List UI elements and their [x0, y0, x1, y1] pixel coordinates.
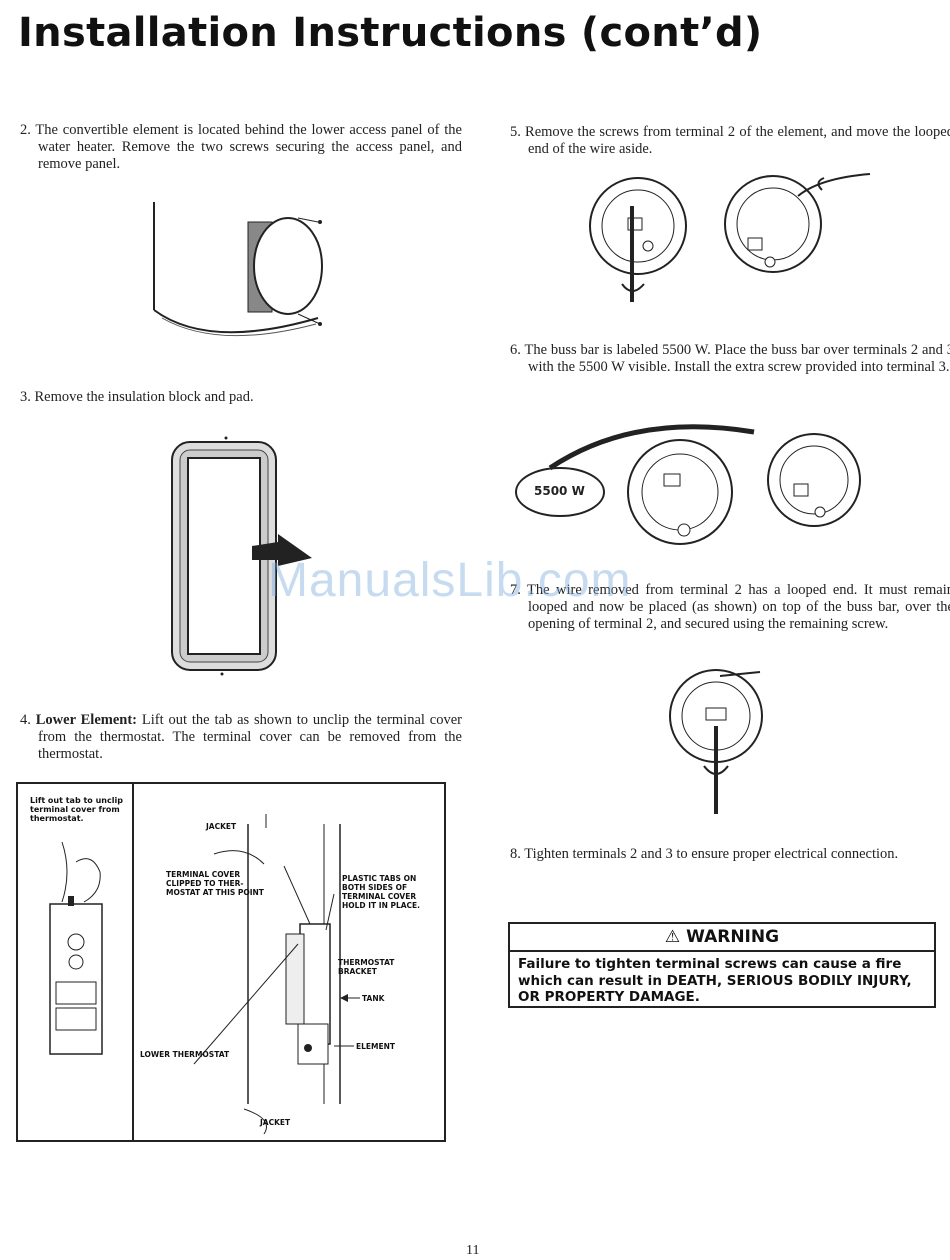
terminal-screw-figure — [589, 173, 871, 302]
step-5-text: 5. Remove the screws from terminal 2 of … — [510, 124, 950, 157]
step-4-rest: Lift out the tab as shown to unclip the … — [38, 712, 462, 762]
thermostat-figure-box: Lift out tab to unclip terminal cover fr… — [16, 782, 446, 1142]
warning-text: Failure to tighten terminal screws can c… — [518, 956, 912, 1005]
step-2-text: 2. The convertible element is located be… — [20, 122, 462, 172]
inset-drawing — [49, 841, 103, 1055]
inset-caption: Lift out tab to unclip terminal cover fr… — [30, 796, 123, 823]
page-number: 11 — [466, 1243, 480, 1258]
step-4-number: 4. — [20, 712, 31, 728]
label-lower-thermostat: LOWER THERMOSTAT — [140, 1050, 230, 1059]
label-tank: TANK — [362, 994, 385, 1003]
looped-wire-figure — [669, 669, 763, 814]
buss-bar-figure — [515, 424, 861, 545]
label-plastic-tabs: PLASTIC TABS ON BOTH SIDES OF TERMINAL C… — [342, 874, 421, 910]
warning-triangle-icon: ⚠ — [664, 927, 681, 947]
figure-divider — [132, 784, 134, 1140]
step-4-bold: Lower Element: — [35, 712, 137, 728]
thermostat-drawing — [193, 814, 360, 1135]
watermark: ManualsLib.com — [268, 554, 632, 607]
label-thermostat-bracket: THERMOSTAT BRACKET — [338, 958, 395, 976]
label-jacket-bottom: JACKET — [260, 1118, 291, 1127]
label-element: ELEMENT — [356, 1042, 396, 1051]
label-terminal-cover: TERMINAL COVER CLIPPED TO THER- MOSTAT A… — [166, 870, 264, 897]
insulation-figure — [171, 436, 312, 676]
step-8-text: 8. Tighten terminals 2 and 3 to ensure p… — [510, 846, 899, 862]
warning-header: ⚠ WARNING — [510, 924, 934, 952]
step-7-text: 7. The wire removed from terminal 2 has … — [510, 582, 950, 632]
access-panel-figure — [153, 202, 323, 337]
warning-heading: WARNING — [686, 927, 780, 947]
warning-box: ⚠ WARNING Failure to tighten terminal sc… — [508, 922, 936, 1008]
label-jacket-top: JACKET — [206, 822, 237, 831]
step-3-text: 3. Remove the insulation block and pad. — [20, 389, 254, 405]
page-title: Installation Instructions (cont’d) — [18, 10, 763, 56]
step-4-text: 4. Lower Element: Lift out the tab as sh… — [20, 712, 462, 763]
step-6-text: 6. The buss bar is labeled 5500 W. Place… — [510, 342, 950, 375]
buss-bar-label: 5500 W — [534, 484, 585, 498]
